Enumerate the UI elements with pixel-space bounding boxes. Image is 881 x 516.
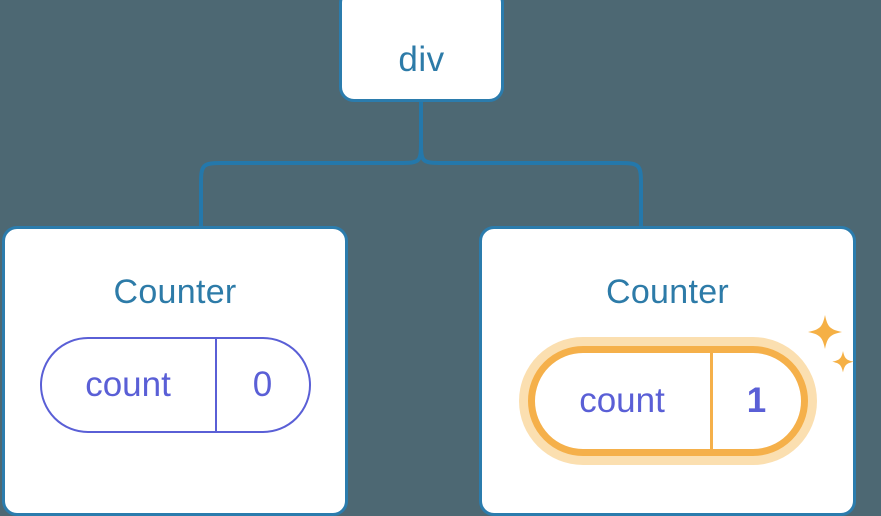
- state-key-left: count: [42, 339, 217, 431]
- node-div-label: div: [398, 40, 445, 79]
- node-counter-left[interactable]: Counter count 0: [2, 226, 348, 516]
- sparkle-small-icon: [831, 351, 854, 373]
- state-pill-right[interactable]: count 1: [527, 346, 808, 456]
- sparkle-group: [807, 315, 854, 373]
- node-counter-right-title: Counter: [605, 273, 730, 311]
- state-value-left: 0: [252, 365, 273, 404]
- connector-to-right-child: [419, 138, 643, 228]
- state-key-right: count: [535, 353, 713, 449]
- state-value-right: 1: [746, 381, 767, 420]
- state-pill-right-wrap: count 1: [518, 315, 854, 465]
- node-counter-right[interactable]: Counter count 1: [479, 226, 856, 516]
- sparkle-large-icon: [807, 315, 842, 349]
- node-div[interactable]: div: [339, 0, 504, 102]
- connector-to-left-child: [199, 138, 423, 228]
- node-counter-left-title: Counter: [113, 273, 237, 311]
- diagram-canvas: div Counter count 0 Counter count 1: [2, 0, 856, 516]
- state-pill-left[interactable]: count 0: [39, 337, 311, 433]
- state-pill-left-wrap: count 0: [39, 337, 311, 433]
